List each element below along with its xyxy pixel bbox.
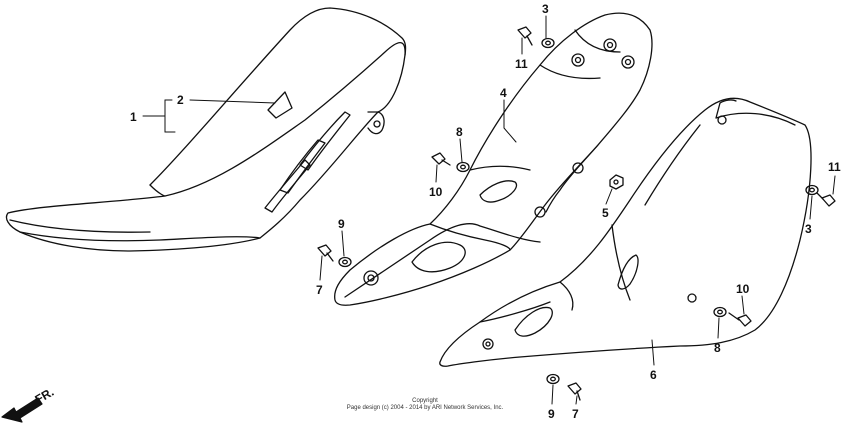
callout-8-mid: 8 bbox=[456, 125, 463, 139]
callout-5: 5 bbox=[602, 206, 609, 220]
callout-7-bottom: 7 bbox=[572, 407, 579, 421]
right-side-cover-illustration bbox=[439, 97, 812, 367]
callout-8-right: 8 bbox=[714, 341, 721, 355]
callout-10-right: 10 bbox=[736, 282, 750, 296]
callout-2: 2 bbox=[177, 93, 184, 107]
callout-11-right: 11 bbox=[828, 160, 841, 174]
left-side-cover-illustration bbox=[334, 12, 653, 306]
callout-11-top: 11 bbox=[515, 57, 528, 71]
callout-4: 4 bbox=[500, 86, 507, 100]
callout-3-top: 3 bbox=[542, 2, 549, 16]
copyright-text: Page design (c) 2004 - 2014 by ARI Netwo… bbox=[346, 405, 504, 411]
callout-3-right: 3 bbox=[805, 222, 812, 236]
callout-6: 6 bbox=[650, 368, 657, 382]
fasteners bbox=[317, 26, 836, 401]
seat-illustration bbox=[5, 7, 407, 252]
callout-1: 1 bbox=[130, 110, 137, 124]
callout-9-bottom: 9 bbox=[548, 407, 555, 421]
callout-labels: 1 2 3 3 4 5 6 7 7 8 8 9 9 10 10 11 11 FR… bbox=[33, 2, 842, 421]
copyright-notice: Copyright Page design (c) 2004 - 2014 by… bbox=[0, 398, 850, 412]
callout-9-left: 9 bbox=[338, 217, 345, 231]
callout-10-mid: 10 bbox=[429, 185, 443, 199]
front-arrow-icon bbox=[1, 397, 43, 423]
copyright-title: Copyright bbox=[412, 398, 438, 404]
callout-7-left: 7 bbox=[316, 283, 323, 297]
leader-lines bbox=[142, 15, 836, 405]
